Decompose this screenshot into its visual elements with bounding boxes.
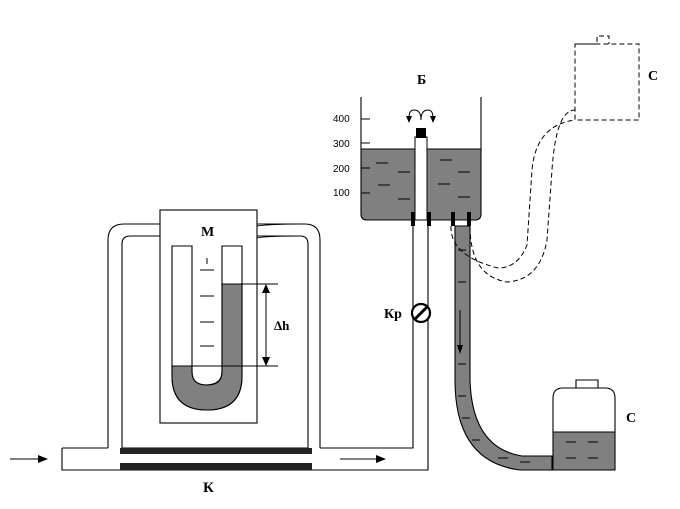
reservoir: [360, 97, 482, 226]
valve-label: Кр: [384, 307, 402, 322]
lower-vessel: [552, 379, 616, 471]
overflow-nozzle: [416, 128, 426, 138]
u-tube-manometer: [171, 245, 243, 411]
scale-label-300: 300: [333, 139, 350, 150]
valve-icon[interactable]: [410, 302, 432, 324]
height-diff-label: Δh: [274, 318, 290, 333]
manometer-label: М: [201, 225, 214, 240]
arrow-down-icon: [457, 345, 463, 354]
channel-plate-bottom: [120, 463, 312, 470]
height-difference-indicator: [192, 283, 278, 367]
flow-arrows: [10, 455, 386, 463]
channel-plate-top: [120, 448, 312, 454]
arrow-up-icon: [262, 284, 270, 293]
scale-label-100: 100: [333, 188, 350, 199]
drain-tube: [454, 225, 553, 471]
scale-label-400: 400: [333, 114, 350, 125]
arrow-right-icon: [376, 455, 386, 463]
arrow-right-icon: [38, 455, 48, 463]
channel-label: К: [203, 480, 214, 496]
upper-vessel-dashed: [450, 35, 640, 283]
upper-vessel-label: С: [648, 69, 658, 84]
arrow-down-icon: [430, 116, 436, 123]
lower-vessel-label: С: [626, 411, 636, 426]
scale-label-200: 200: [333, 164, 350, 175]
reservoir-label: Б: [417, 73, 426, 88]
arrow-down-icon: [406, 116, 412, 123]
arrow-down-icon: [262, 357, 270, 366]
